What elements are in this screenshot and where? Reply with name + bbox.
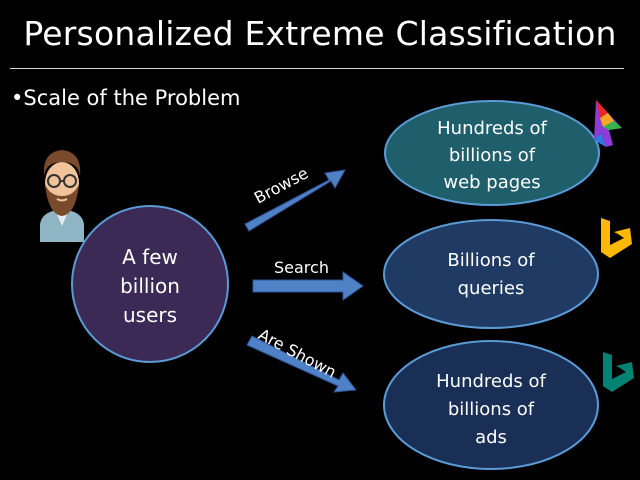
queries-node-line-1: Billions of bbox=[447, 250, 535, 271]
queries-node-line-2: queries bbox=[458, 278, 525, 299]
bing-logo-icon-ads bbox=[603, 352, 634, 392]
users-node-line-2: billion bbox=[120, 274, 180, 298]
users-node-line-1: A few bbox=[122, 245, 178, 269]
browse-arrow: Browse bbox=[244, 163, 346, 232]
queries-node: Billions of queries bbox=[383, 219, 599, 329]
colorful-cursor-logo-icon bbox=[594, 100, 622, 147]
bing-logo-icon bbox=[601, 218, 632, 258]
users-node: A few billion users bbox=[71, 205, 229, 363]
browse-label: Browse bbox=[251, 163, 311, 207]
users-node-line-3: users bbox=[123, 303, 177, 327]
search-arrow: Search bbox=[252, 258, 364, 301]
ads-node-line-3: ads bbox=[475, 427, 507, 448]
title-divider bbox=[10, 68, 624, 69]
webpages-node-line-2: billions of bbox=[449, 145, 536, 166]
ads-node-line-1: Hundreds of bbox=[436, 371, 546, 392]
are-shown-arrow: Are Shown bbox=[246, 325, 357, 393]
search-label: Search bbox=[274, 258, 329, 277]
bearded-man-avatar-icon bbox=[40, 150, 84, 242]
webpages-node-line-3: web pages bbox=[443, 172, 540, 193]
ads-node: Hundreds of billions of ads bbox=[383, 340, 599, 470]
webpages-node: Hundreds of billions of web pages bbox=[384, 100, 600, 206]
bullet-scale-of-problem: •Scale of the Problem bbox=[11, 86, 241, 110]
slide-title: Personalized Extreme Classification bbox=[23, 14, 617, 53]
webpages-node-line-1: Hundreds of bbox=[437, 118, 547, 139]
ads-node-line-2: billions of bbox=[448, 399, 535, 420]
